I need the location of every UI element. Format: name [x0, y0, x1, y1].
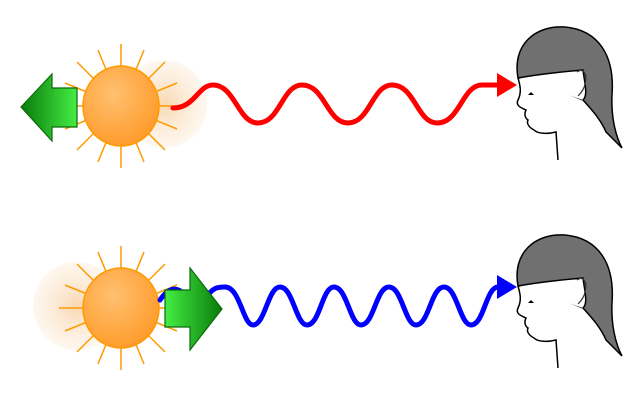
arrow-right-icon	[164, 266, 223, 352]
red-arrowhead-icon	[497, 73, 517, 97]
sun-icon	[82, 267, 160, 349]
observer-head-icon	[516, 234, 623, 369]
red-wave	[170, 82, 503, 126]
blue-arrowhead-icon	[497, 275, 517, 299]
sun-icon	[82, 65, 160, 147]
arrow-left-icon	[20, 72, 78, 143]
approaching-source-panel	[33, 234, 623, 371]
observer-head-icon	[516, 26, 623, 161]
receding-source-panel	[20, 26, 623, 169]
